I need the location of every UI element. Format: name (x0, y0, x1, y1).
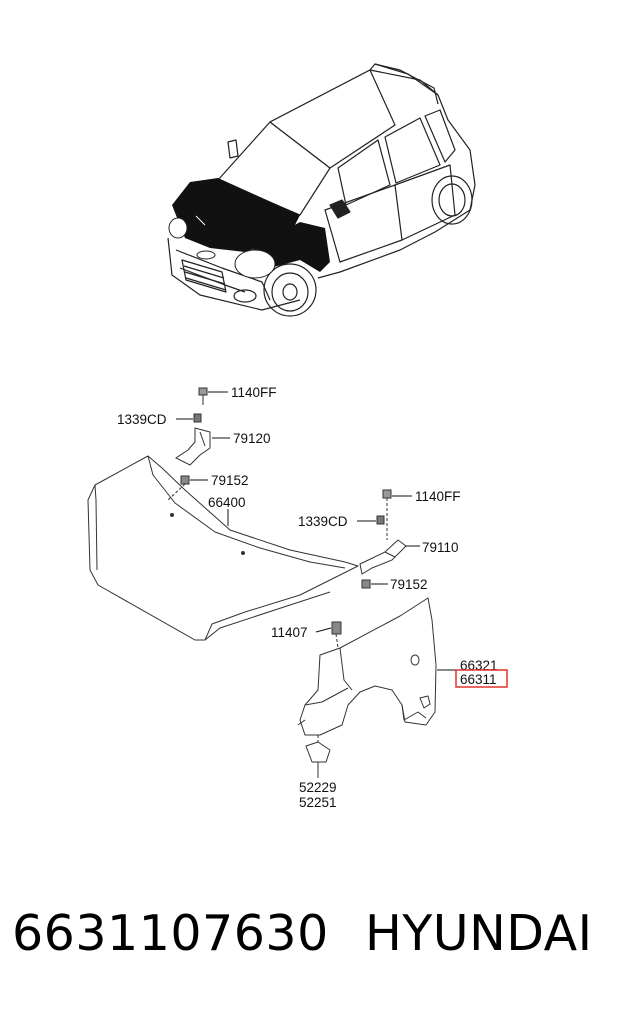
hood-hinge-left (167, 387, 211, 501)
hood-panel-drawing (87, 455, 359, 641)
leader-lines (176, 391, 456, 671)
label-nut-hood-hinge[interactable]: 1339CD (117, 412, 167, 427)
fender-drawing (297, 597, 437, 778)
fender-hinge-right (359, 489, 407, 589)
car-highlighted-parts (168, 178, 330, 279)
label-fender-bolt[interactable]: 11407 (271, 625, 308, 640)
part-footer: 6631107630 HYUNDAI (0, 905, 620, 975)
label-hinge-left-bolt[interactable]: 79152 (211, 473, 249, 488)
label-hood-panel[interactable]: 66400 (208, 495, 246, 510)
label-bolt-fender-hinge[interactable]: 1140FF (415, 489, 461, 504)
label-bracket-b[interactable]: 52251 (299, 795, 337, 810)
part-number: 6631107630 (12, 905, 329, 962)
label-nut-fender-hinge[interactable]: 1339CD (298, 514, 348, 529)
label-bracket-a[interactable]: 52229 (299, 780, 337, 795)
label-hinge-right-bolt[interactable]: 79152 (390, 577, 428, 592)
car-illustration (167, 63, 476, 317)
brand-name: HYUNDAI (365, 905, 593, 962)
label-hinge-right[interactable]: 79110 (422, 540, 459, 555)
label-hinge-left[interactable]: 79120 (233, 431, 271, 446)
highlight-box (455, 669, 508, 688)
label-fender-lh[interactable]: 66311 (460, 672, 497, 687)
label-bolt-hood-hinge[interactable]: 1140FF (231, 385, 277, 400)
part-labels: 1140FF 1339CD 79120 79152 66400 1140FF 1… (117, 385, 508, 810)
